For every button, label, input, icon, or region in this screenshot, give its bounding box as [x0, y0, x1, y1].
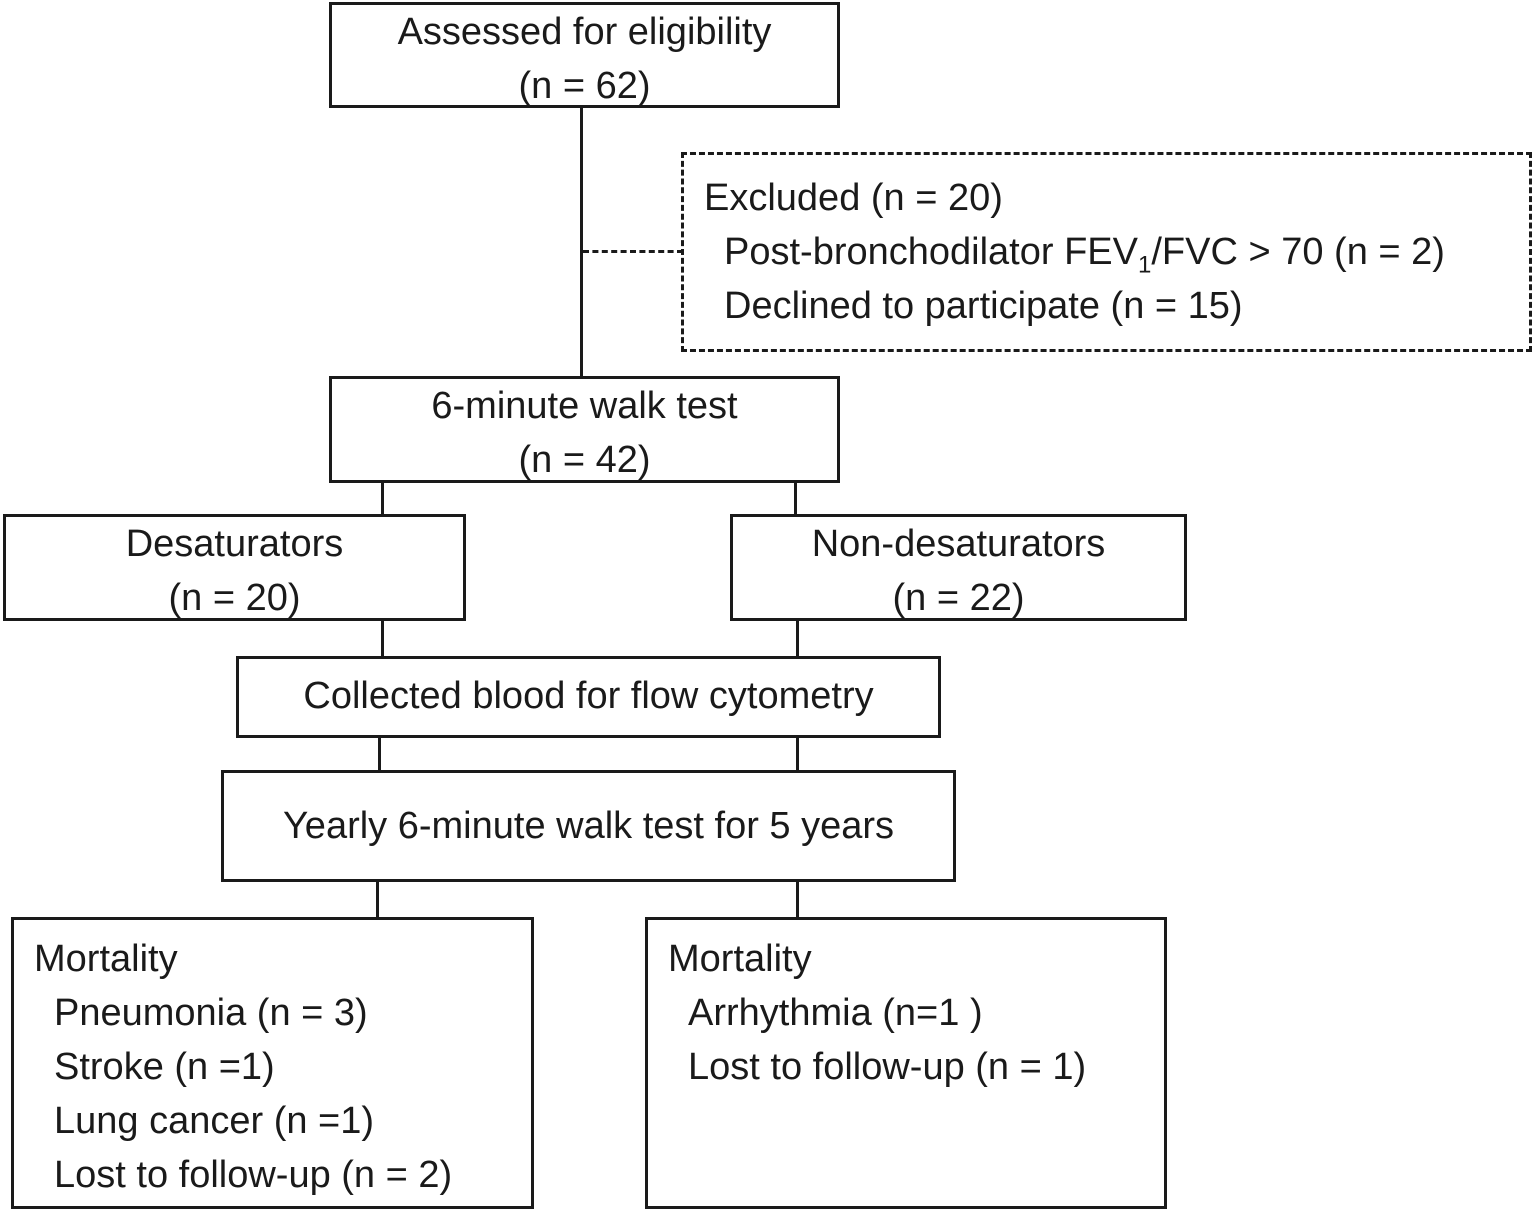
mortality-left-item: Stroke (n =1) [54, 1046, 275, 1088]
connector-blood-to-yearly-left [378, 736, 381, 772]
connector-yearly-to-mortality-left [376, 881, 379, 919]
connector-blood-to-yearly-right [796, 736, 799, 772]
mortality-left-item: Lung cancer (n =1) [54, 1100, 375, 1142]
walk-test-box: 6-minute walk test (n = 42) [329, 376, 840, 483]
connector-walk-to-non-desaturators [794, 482, 797, 516]
mortality-right-box: Mortality Arrhythmia (n=1 ) Lost to foll… [645, 917, 1167, 1209]
excluded-title: Excluded (n = 20) [704, 177, 1003, 219]
non-desaturators-count: (n = 22) [892, 577, 1025, 619]
walk-test-count: (n = 42) [518, 439, 651, 481]
mortality-right-item: Lost to follow-up (n = 1) [688, 1046, 1087, 1088]
connector-desaturators-to-blood [381, 620, 384, 658]
yearly-walk-test-box: Yearly 6-minute walk test for 5 years [221, 770, 956, 882]
non-desaturators-title: Non-desaturators [811, 523, 1106, 565]
connector-walk-to-desaturators [381, 482, 384, 516]
excluded-reason-declined: Declined to participate (n = 15) [724, 285, 1243, 327]
excluded-reason-fev-post: /FVC > 70 (n = 2) [1151, 231, 1445, 273]
desaturators-count: (n = 20) [168, 577, 301, 619]
mortality-left-item: Pneumonia (n = 3) [54, 992, 368, 1034]
desaturators-box: Desaturators (n = 20) [3, 514, 466, 621]
mortality-left-item: Lost to follow-up (n = 2) [54, 1154, 453, 1196]
blood-collection-title: Collected blood for flow cytometry [303, 675, 874, 717]
mortality-right-title: Mortality [668, 938, 812, 980]
non-desaturators-box: Non-desaturators (n = 22) [730, 514, 1187, 621]
excluded-reason-fev-sub: 1 [1137, 251, 1152, 279]
mortality-right-item: Arrhythmia (n=1 ) [688, 992, 983, 1034]
mortality-left-box: Mortality Pneumonia (n = 3) Stroke (n =1… [11, 917, 534, 1209]
connector-non-desaturators-to-blood [796, 620, 799, 658]
desaturators-title: Desaturators [125, 523, 344, 565]
connector-eligibility-to-walk-test [580, 106, 583, 378]
eligibility-title: Assessed for eligibility [397, 11, 772, 53]
eligibility-count: (n = 62) [518, 65, 651, 107]
connector-yearly-to-mortality-right [796, 881, 799, 919]
blood-collection-box: Collected blood for flow cytometry [236, 656, 941, 738]
excluded-reason-fev: Post-bronchodilator FEV1/FVC > 70 (n = 2… [704, 225, 1529, 279]
eligibility-box: Assessed for eligibility (n = 62) [329, 2, 840, 108]
yearly-walk-test-title: Yearly 6-minute walk test for 5 years [282, 805, 895, 847]
connector-exclusion-dashed [583, 250, 683, 253]
excluded-box: Excluded (n = 20) Post-bronchodilator FE… [681, 152, 1532, 352]
excluded-reason-fev-pre: Post-bronchodilator FEV [724, 231, 1138, 273]
mortality-left-title: Mortality [34, 938, 178, 980]
walk-test-title: 6-minute walk test [431, 385, 738, 427]
